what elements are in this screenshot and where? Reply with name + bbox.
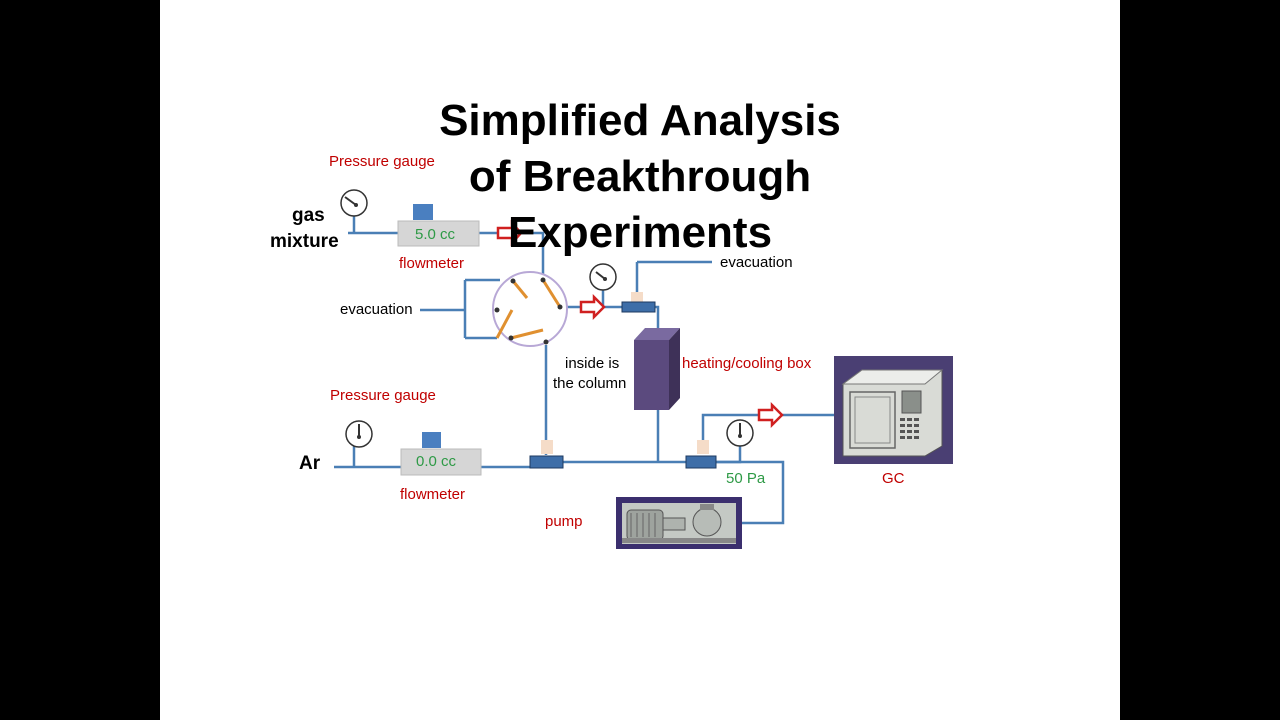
flowmeter-reading: 5.0 cc	[415, 226, 456, 243]
column-inlet-pipe	[655, 305, 660, 330]
evacuation-right-pipe	[635, 260, 712, 300]
pressure-gauge-icon	[345, 420, 373, 448]
pump-pipe	[708, 460, 785, 525]
pump-image	[616, 497, 742, 549]
pressure-gauge-label: Pressure gauge	[329, 153, 435, 170]
pressure-gauge-label: Pressure gauge	[330, 387, 436, 404]
gas-mixture-label: mixture	[270, 231, 339, 252]
gas-mixture-label: gas	[292, 205, 325, 226]
pressure-gauge-icon	[726, 419, 754, 447]
evacuation-loop	[463, 278, 500, 340]
flowmeter-label: flowmeter	[399, 255, 465, 272]
slide-title-line-3: Experiments	[507, 208, 773, 257]
flowmeter-reading: 0.0 cc	[416, 453, 457, 470]
flow-arrow-icon	[496, 219, 523, 247]
gc-pipe	[701, 413, 835, 445]
tee-connector	[631, 292, 643, 303]
flowmeter-bottom	[400, 432, 482, 476]
evacuation-label: evacuation	[340, 301, 413, 318]
slide-title-line-2: of Breakthrough	[468, 152, 812, 201]
flow-arrow-icon	[757, 401, 784, 429]
tee-connector	[541, 440, 553, 454]
flowmeter-label: flowmeter	[400, 486, 466, 503]
ar-label: Ar	[299, 453, 321, 474]
tee-connector	[697, 440, 709, 454]
tee-connector	[621, 301, 656, 313]
column-note: the column	[553, 375, 627, 392]
pressure-gauge-icon	[589, 263, 617, 291]
evacuation-label: evacuation	[720, 254, 793, 271]
ar-pipe	[334, 460, 686, 469]
slide-title-line-1: Simplified Analysis	[439, 96, 841, 145]
tee-connector	[685, 455, 717, 469]
tee-connector	[529, 455, 564, 469]
pressure-reading: 50 Pa	[726, 470, 766, 487]
heating-cooling-box-label: heating/cooling box	[682, 355, 812, 372]
column-note: inside is	[565, 355, 620, 372]
pump-label: pump	[545, 513, 583, 530]
gc-instrument	[834, 356, 953, 464]
multiport-valve	[492, 271, 568, 347]
pressure-gauge-icon	[340, 189, 368, 217]
flow-arrow-icon	[579, 293, 606, 321]
gc-label: GC	[882, 470, 905, 487]
flowmeter-top	[397, 204, 480, 247]
heating-cooling-box	[634, 328, 680, 410]
